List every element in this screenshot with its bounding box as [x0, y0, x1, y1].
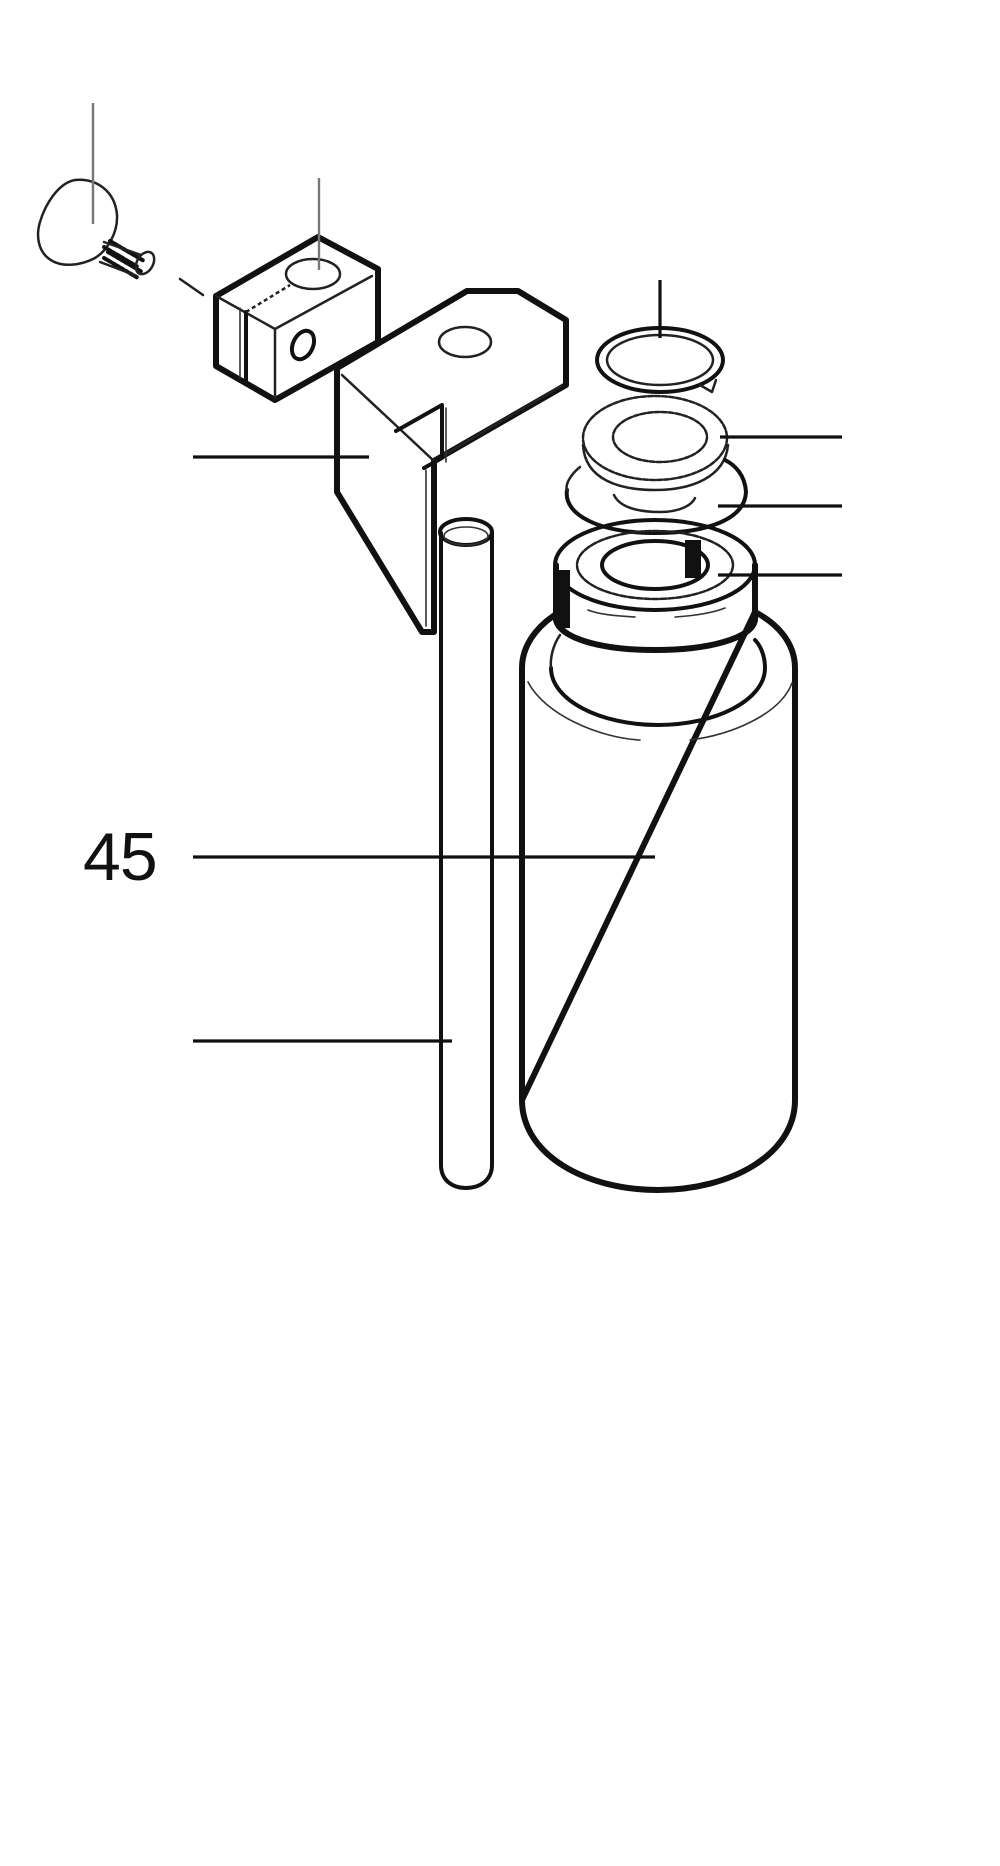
cylinder-roller [519, 609, 798, 1193]
upper-bearing [553, 518, 758, 653]
washer-top [581, 394, 730, 492]
guide-rod [438, 517, 494, 1190]
thumb-screw [36, 178, 156, 280]
upper-bracket [334, 288, 569, 635]
hole-icon [437, 325, 493, 359]
axis-dash [178, 277, 205, 297]
thread-icon [98, 239, 156, 280]
hole-icon [284, 257, 342, 291]
callout-number-45: 45 [83, 819, 158, 895]
spacer-ring [564, 458, 748, 535]
clamp-block [213, 234, 381, 403]
hole-icon [289, 328, 317, 362]
